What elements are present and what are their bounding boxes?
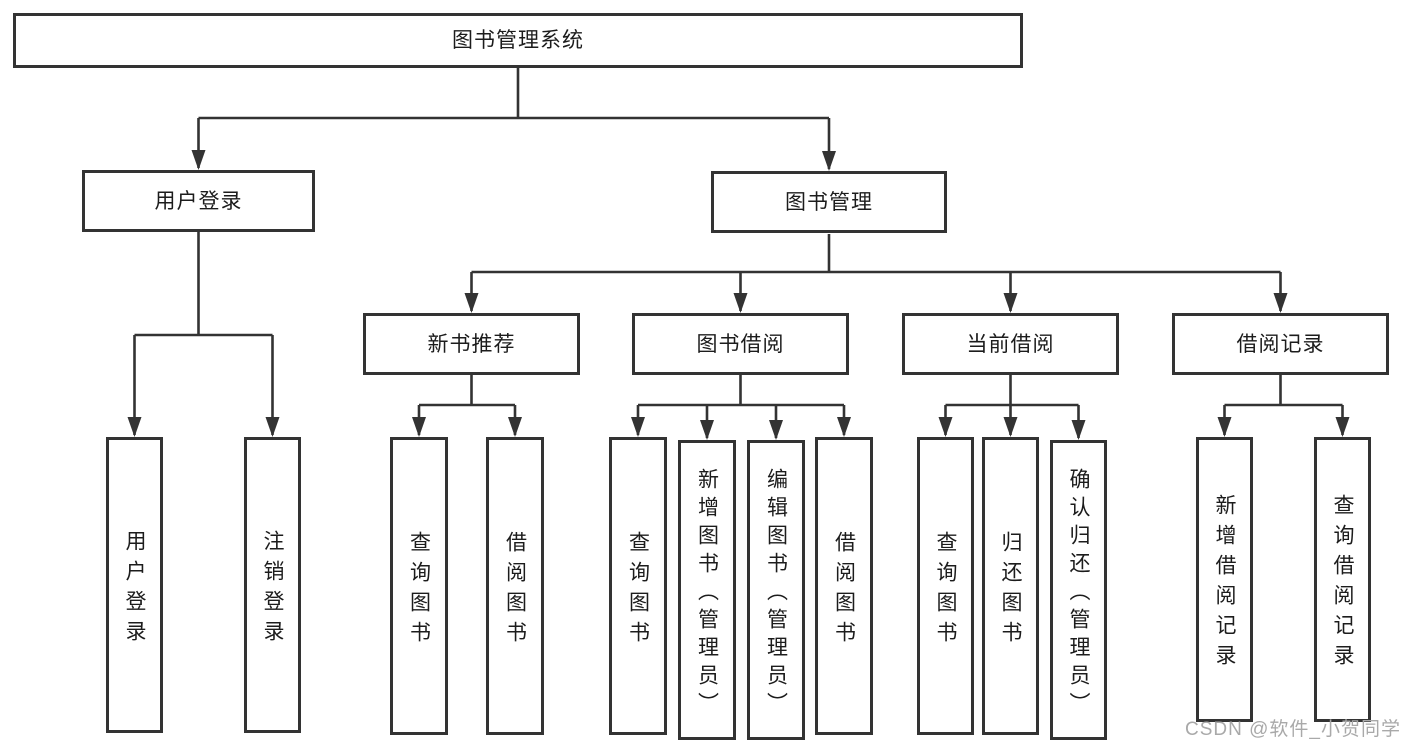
- leaf-query-books-recommend: 查询图书: [390, 437, 448, 735]
- leaf-query-borrow-record: 查询借阅记录: [1314, 437, 1371, 722]
- leaf-return-book: 归还图书: [982, 437, 1039, 735]
- node-user-login-group: 用户登录: [82, 170, 315, 232]
- leaf-confirm-return-admin: 确认归还（管理员）: [1050, 440, 1107, 740]
- leaf-borrow-books-recommend: 借阅图书: [486, 437, 544, 735]
- leaf-borrow-books: 借阅图书: [815, 437, 873, 735]
- csdn-watermark: CSDN @软件_小贺同学: [1185, 719, 1401, 740]
- node-current-borrow: 当前借阅: [902, 313, 1119, 375]
- node-new-book-recommend: 新书推荐: [363, 313, 580, 375]
- node-root: 图书管理系统: [13, 13, 1023, 68]
- leaf-query-books-current: 查询图书: [917, 437, 974, 735]
- node-book-borrow: 图书借阅: [632, 313, 849, 375]
- node-book-management: 图书管理: [711, 171, 947, 233]
- leaf-logout: 注销登录: [244, 437, 301, 733]
- node-borrow-records: 借阅记录: [1172, 313, 1389, 375]
- leaf-edit-book-admin: 编辑图书（管理员）: [747, 440, 805, 740]
- leaf-query-books-borrow: 查询图书: [609, 437, 667, 735]
- leaf-user-login: 用户登录: [106, 437, 163, 733]
- leaf-add-book-admin: 新增图书（管理员）: [678, 440, 736, 740]
- leaf-add-borrow-record: 新增借阅记录: [1196, 437, 1253, 722]
